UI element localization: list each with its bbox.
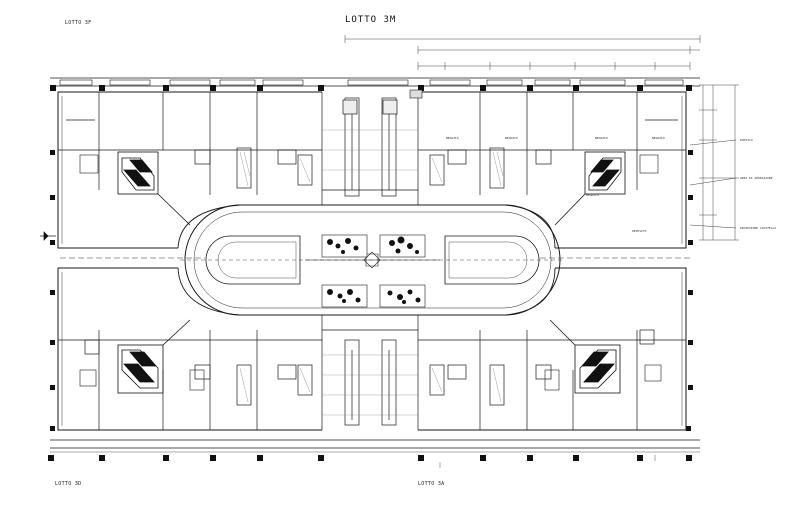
pilaster-row-top <box>50 85 692 91</box>
canopy-blocks-top <box>59 79 684 86</box>
upper-curved-walls <box>177 204 556 316</box>
dimension-lines-top <box>344 35 701 70</box>
vegetation <box>327 236 421 304</box>
room-label: NEGOZIO <box>446 136 459 140</box>
annotation-capital-projection: PROIEZIONE CAPITELLO <box>740 226 777 230</box>
building-outline <box>57 91 687 431</box>
shop-partitions-lower <box>58 329 686 430</box>
inner-walls <box>60 96 690 426</box>
annotation-portico: PORTICO <box>740 138 753 142</box>
drawing-title: LOTTO 3M <box>345 15 397 25</box>
hatch-details <box>239 151 504 403</box>
room-label: NEGOZIO <box>652 136 665 140</box>
lot-label-bottom-left: LOTTO 3D <box>55 481 82 487</box>
room-label: DEPOSITO <box>632 229 647 233</box>
room-label: NEGOZIO <box>505 136 518 140</box>
pilaster-column-left <box>50 150 55 390</box>
pilaster-column-right <box>688 150 693 390</box>
stair-core-nw <box>117 151 191 226</box>
annotation-aeration-area: AREA DI AEREAZIONE <box>740 176 773 180</box>
planters <box>321 234 426 308</box>
bottom-edge-ticks <box>50 451 700 468</box>
stair-core-se <box>549 319 621 394</box>
service-boxes <box>79 89 662 391</box>
pilaster-row-bottom <box>48 426 692 461</box>
room-label: NEGOZIO <box>586 193 599 197</box>
lot-label-bottom-right: LOTTO 3A <box>418 481 445 487</box>
central-passage-south <box>321 315 419 430</box>
central-passage-paving <box>322 129 418 416</box>
section-marker-left <box>40 231 56 241</box>
lot-label-top-left: LOTTO 3F <box>65 20 92 26</box>
shop-partitions-upper <box>58 92 686 195</box>
portico-bottom <box>50 439 700 449</box>
portico-top <box>50 77 700 87</box>
stair-core-ne <box>554 151 626 226</box>
room-label: NEGOZIO <box>595 136 608 140</box>
central-passage-north <box>321 92 419 205</box>
dimension-lines-right <box>689 84 739 241</box>
stair-core-sw <box>117 319 191 394</box>
